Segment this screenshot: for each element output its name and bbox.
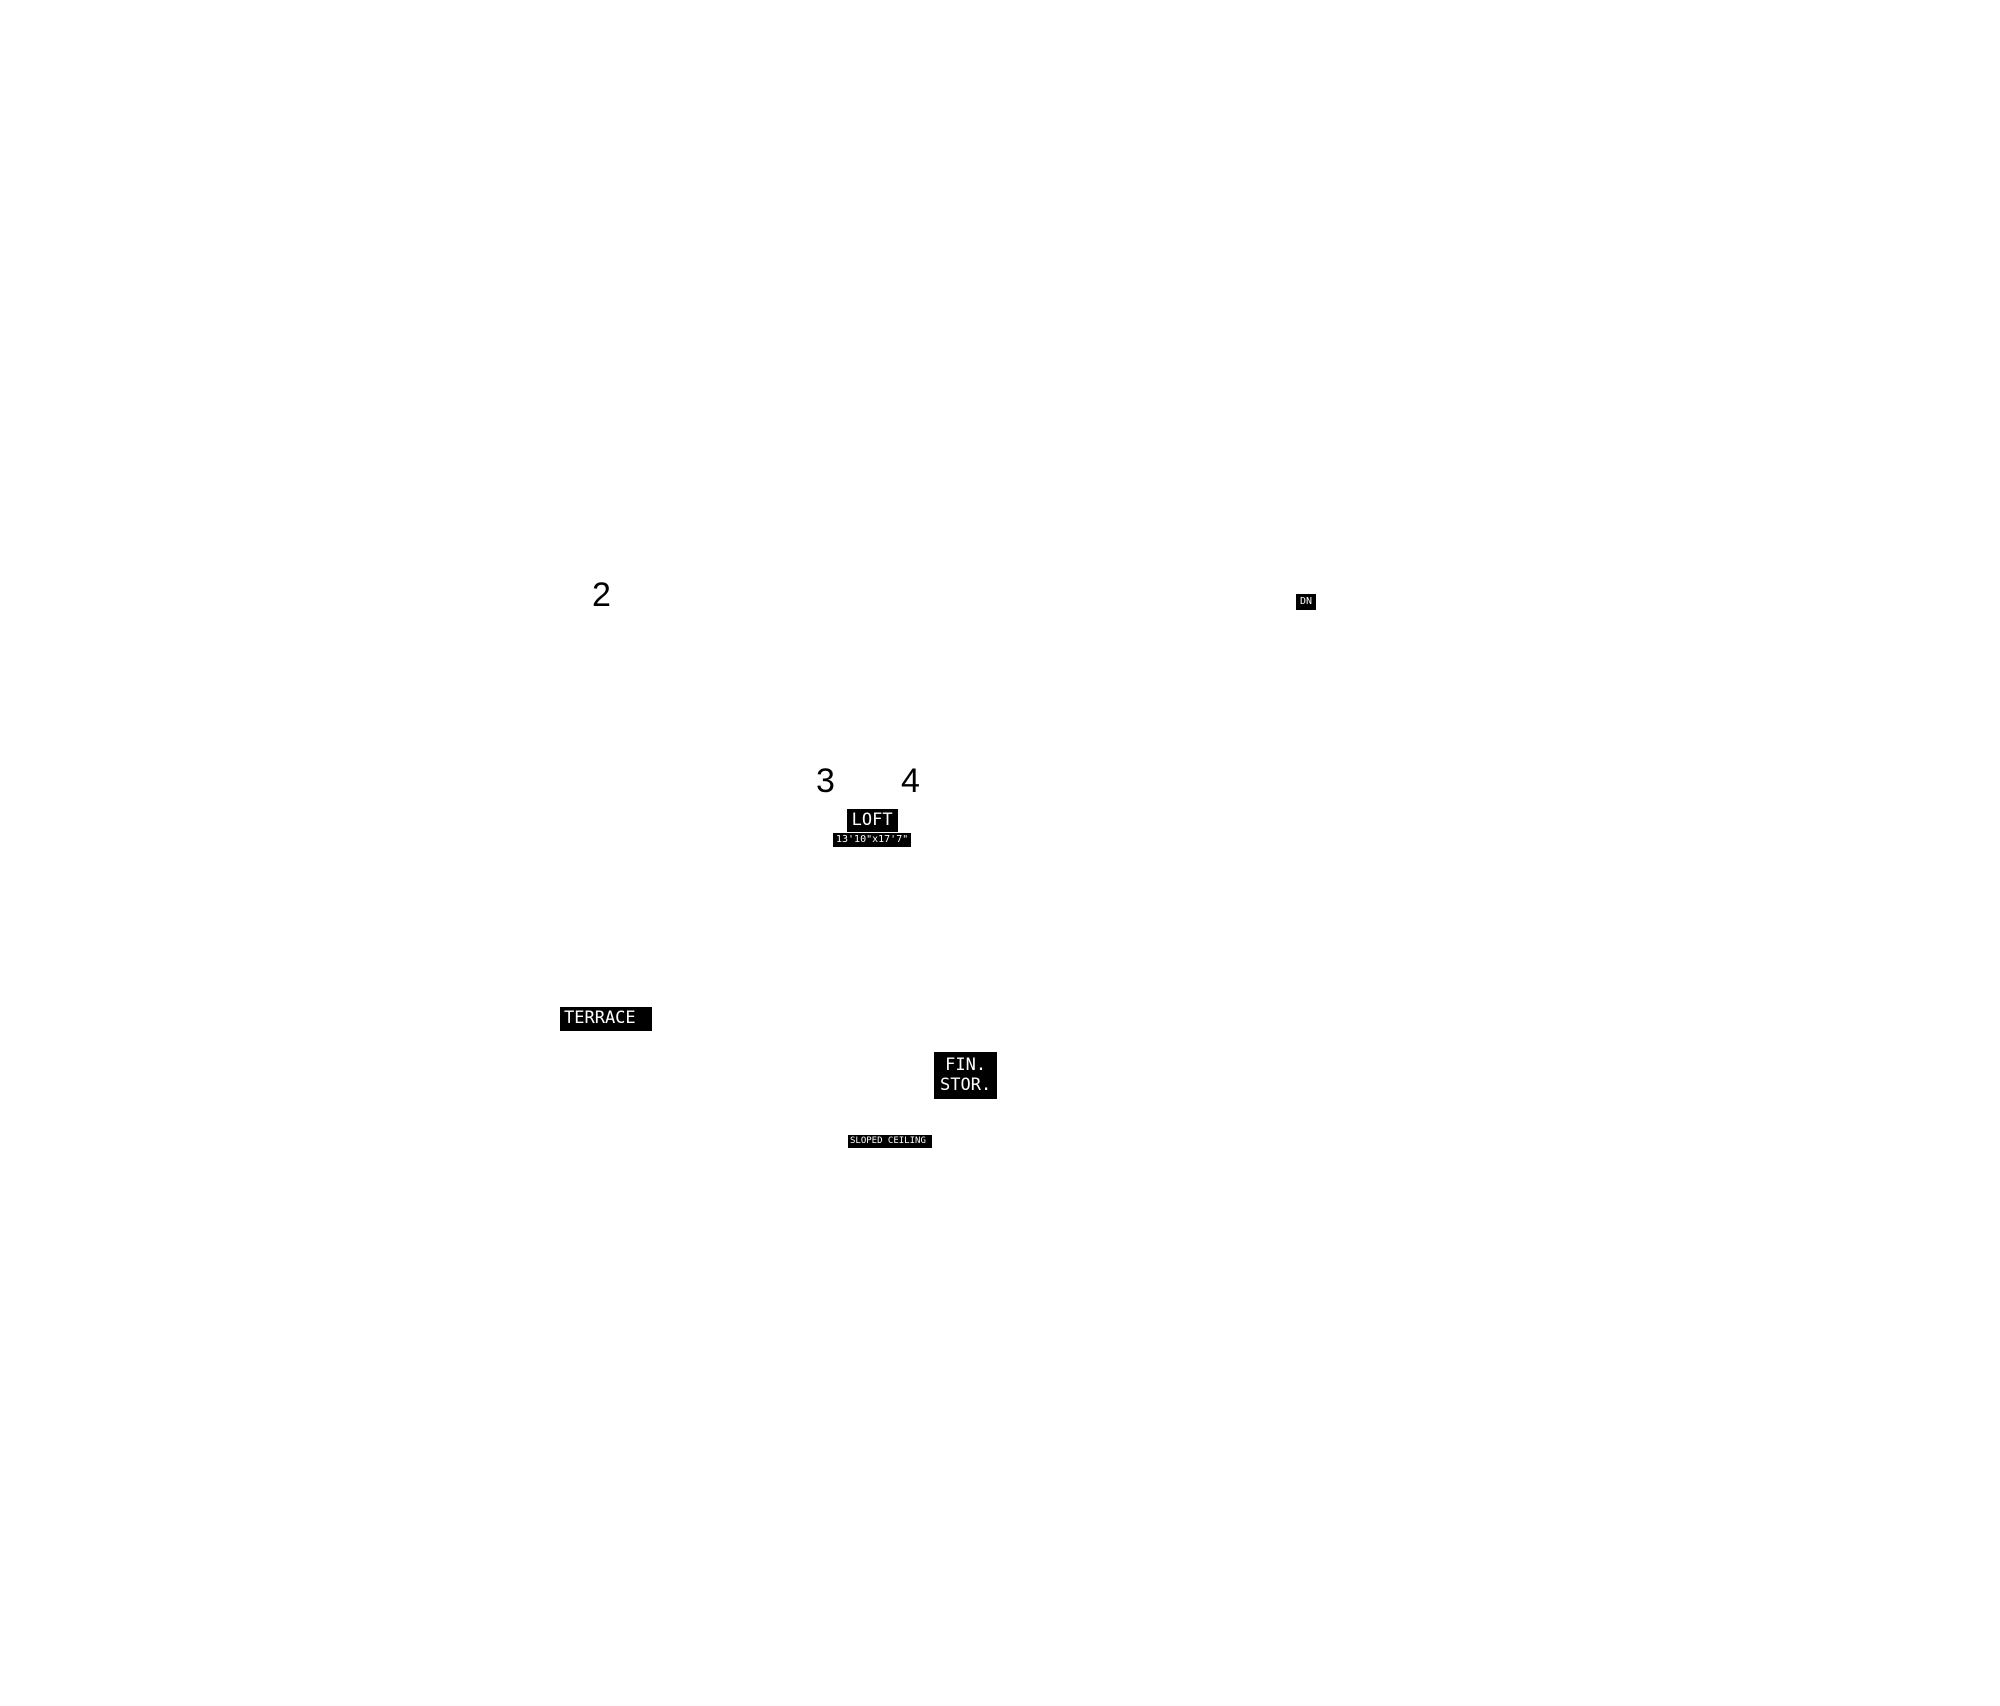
- finished-storage-label: FIN. STOR.: [934, 1052, 998, 1099]
- finished-storage-line-2: STOR.: [940, 1075, 992, 1096]
- loft-label: LOFT: [846, 809, 898, 832]
- loft-dimension-label: 13'10"x17'7": [833, 833, 912, 847]
- finished-storage-line-1: FIN.: [945, 1055, 987, 1075]
- room-marker-4: 4: [901, 762, 920, 800]
- stair-down-label: DN: [1296, 594, 1317, 610]
- room-marker-3: 3: [816, 762, 835, 800]
- sloped-ceiling-label: SLOPED CEILING: [848, 1135, 932, 1148]
- room-marker-2: 2: [592, 576, 611, 614]
- loft-label-group: LOFT 13'10"x17'7": [833, 809, 912, 847]
- terrace-label: TERRACE: [560, 1007, 652, 1031]
